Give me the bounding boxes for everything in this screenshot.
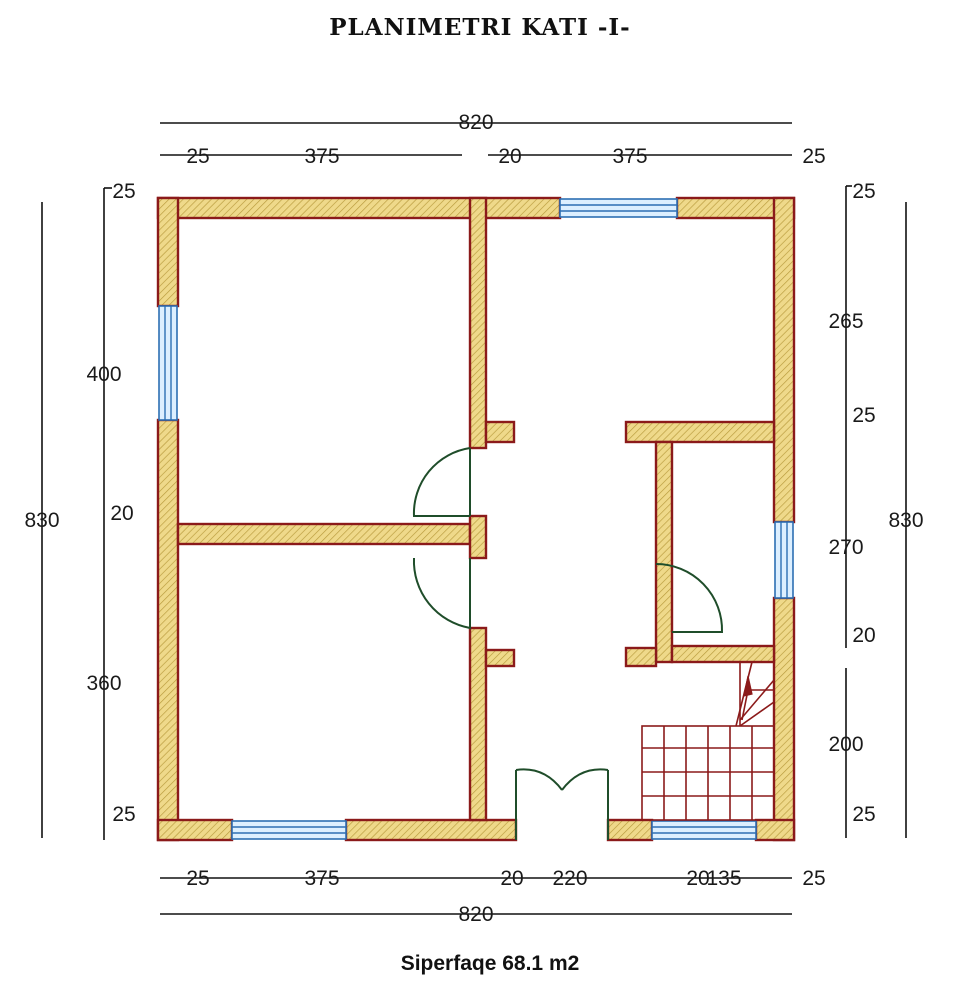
dim-right-part: 25 — [852, 803, 875, 826]
dim-top-part: 25 — [186, 145, 209, 168]
stair-arrow-icon — [743, 675, 753, 697]
dim-right-part: 270 — [828, 536, 863, 559]
dim-bottom-part: 25 — [186, 867, 209, 890]
plan-title: PLANIMETRI KATI -I- — [329, 14, 631, 41]
dim-top-part: 20 — [498, 145, 521, 168]
wall-right-lower — [772, 596, 796, 842]
dim-bottom-part: 25 — [802, 867, 825, 890]
wall-corridor-left-3 — [468, 626, 488, 822]
wall-bedroom-divider — [176, 522, 472, 546]
wall-bath-left — [654, 440, 674, 664]
dim-right-part: 200 — [828, 733, 863, 756]
wall-bath-top — [624, 420, 776, 444]
wall-right-upper — [772, 196, 796, 524]
dim-right-part: 265 — [828, 310, 863, 333]
window-right — [774, 521, 794, 599]
dim-top-part: 375 — [612, 145, 647, 168]
dim-left-part: 360 — [86, 672, 121, 695]
dim-bottom-total: 820 — [458, 903, 493, 926]
door-bathroom — [655, 563, 724, 633]
wall-left-lower — [156, 418, 180, 842]
dim-top-part: 375 — [304, 145, 339, 168]
dim-right-part: 25 — [852, 404, 875, 427]
dim-left-part: 25 — [112, 180, 135, 203]
dim-bottom-part: 20 — [500, 867, 523, 890]
wall-bottom-right — [754, 818, 796, 842]
dim-top-total: 820 — [458, 111, 493, 134]
wall-bottom-mid — [344, 818, 518, 842]
dim-bottom-part: 375 — [304, 867, 339, 890]
dim-left-total: 830 — [24, 509, 59, 532]
dim-right-total: 830 — [888, 509, 923, 532]
wall-bottom-right-stub — [606, 818, 654, 842]
window-left — [158, 305, 178, 421]
wall-bath-stub — [624, 646, 658, 668]
wall-corridor-left-2 — [468, 514, 488, 560]
door-entrance — [515, 768, 609, 840]
wall-corridor-left-1 — [468, 196, 488, 450]
dim-left-part: 400 — [86, 363, 121, 386]
wall-bath-bottom — [670, 644, 776, 664]
dim-bottom-part: 220 — [552, 867, 587, 890]
dim-top-part: 25 — [802, 145, 825, 168]
window-top — [559, 198, 678, 218]
walls — [156, 196, 796, 842]
wall-left-upper — [156, 196, 180, 308]
dimension-lines: 820 25 375 20 375 25 25 375 20 220 20 13… — [24, 111, 923, 926]
dim-left-part: 25 — [112, 803, 135, 826]
dim-left-part: 20 — [110, 502, 133, 525]
window-bottom-right — [651, 820, 757, 840]
staircase — [641, 661, 775, 821]
dim-bottom-part: 135 — [706, 867, 741, 890]
wall-corridor-stub-2 — [484, 648, 516, 668]
dim-bottom-part: 20 — [686, 867, 709, 890]
dim-right-part: 25 — [852, 180, 875, 203]
door-upper-bedroom — [412, 447, 471, 517]
window-bottom-left — [231, 820, 347, 840]
wall-corridor-stub-1 — [484, 420, 516, 444]
area-label: Siperfaqe 68.1 m2 — [400, 952, 580, 975]
dim-right-part: 20 — [852, 624, 875, 647]
wall-top-left — [156, 196, 562, 220]
door-lower-bedroom — [412, 557, 471, 630]
wall-bottom-left — [156, 818, 234, 842]
